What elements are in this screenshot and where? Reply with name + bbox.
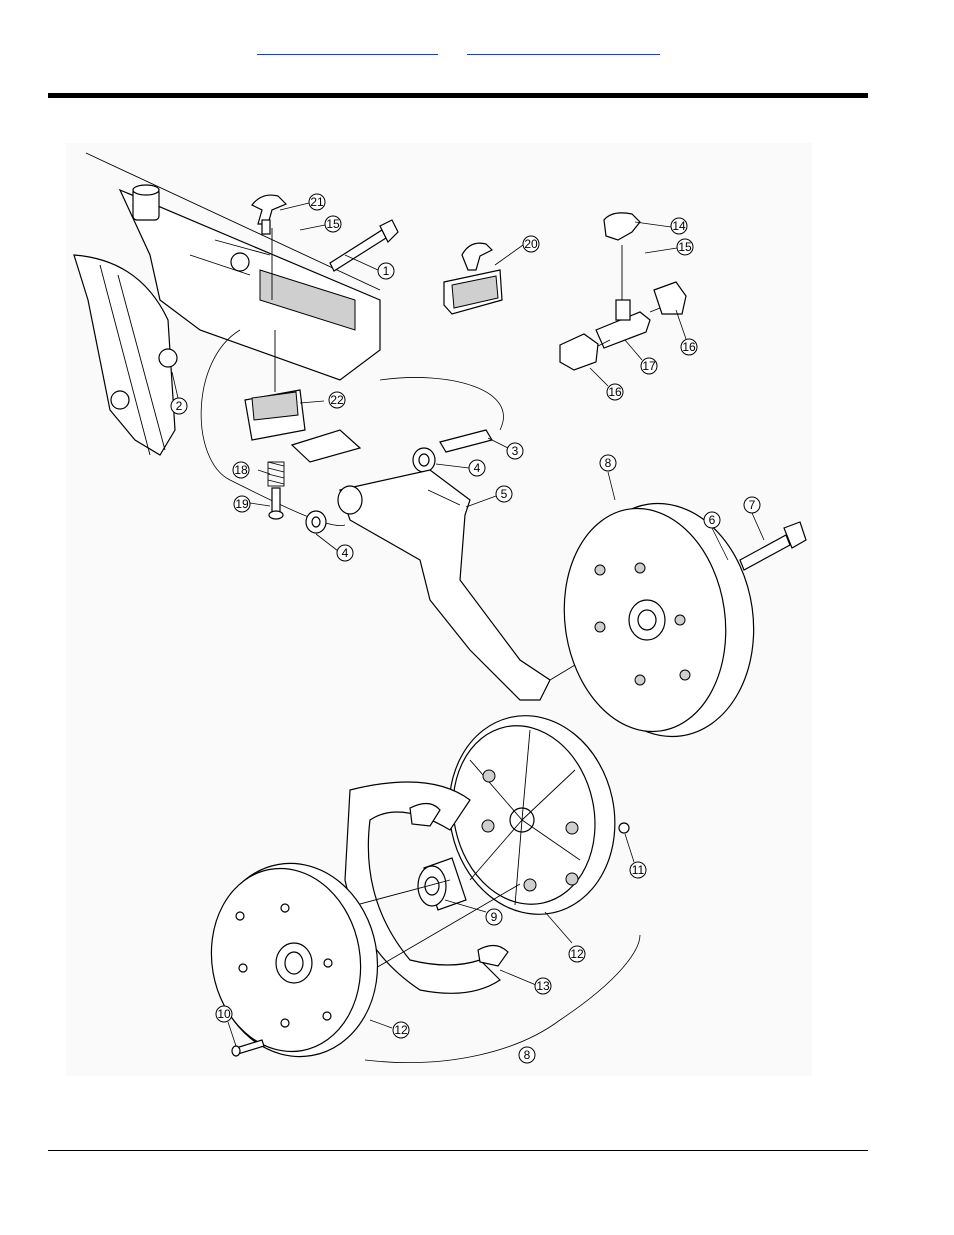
handle-assembly-20 [444,243,502,314]
callout-18: 18 [233,462,249,478]
pin-3 [440,430,492,452]
nut-11 [619,823,629,833]
bracket-22 [245,390,305,440]
callout-6: 6 [704,512,720,528]
callout-9: 9 [486,909,502,925]
callout-13: 13 [535,978,551,994]
callout-5: 5 [496,486,512,502]
bearing-9 [418,858,466,910]
callout-12-left: 12 [393,1022,409,1038]
callout-label: 14 [672,219,686,233]
callout-label: 20 [524,237,538,251]
callout-label: 19 [235,497,249,511]
callout-3: 3 [507,443,523,459]
callout-label: 13 [536,979,550,993]
callout-2: 2 [171,398,187,414]
callout-20: 20 [523,236,539,252]
callout-label: 12 [570,947,584,961]
axle-bolt-7 [740,522,806,570]
callout-4-bottom: 4 [337,545,353,561]
callout-19: 19 [234,496,250,512]
callout-label: 4 [342,546,349,560]
callout-16-left: 16 [607,384,623,400]
callout-8-top: 8 [600,455,616,471]
bushing-4-bottom [306,511,326,533]
footer-rule [48,1150,868,1151]
callout-17: 17 [641,358,657,374]
callout-label: 2 [176,399,183,413]
fitting-assembly [560,213,686,370]
press-pad [292,430,360,462]
callout-label: 8 [605,456,612,470]
gauge-wheel-8 [550,492,768,748]
callout-label: 17 [642,359,656,373]
callout-label: 1 [383,264,390,278]
callout-label: 8 [524,1048,531,1062]
callout-15-top-left: 15 [325,216,341,232]
callout-1: 1 [378,263,394,279]
callout-11: 11 [630,862,646,878]
callout-label: 16 [608,385,622,399]
callout-22: 22 [329,392,345,408]
spring-18 [268,462,284,486]
callout-label: 6 [709,513,716,527]
callout-14: 14 [671,218,687,234]
callout-label: 3 [512,444,519,458]
callout-4-top: 4 [469,460,485,476]
callout-label: 10 [217,1007,231,1021]
callout-15-top-right: 15 [677,239,693,255]
bolt-10 [232,1040,264,1056]
callout-10: 10 [216,1006,232,1022]
callout-label: 7 [749,498,756,512]
callout-label: 15 [326,217,340,231]
callout-7: 7 [744,497,760,513]
callout-label: 15 [678,240,692,254]
callout-label: 22 [330,393,344,407]
callout-label: 4 [474,461,481,475]
callout-label: 11 [632,863,645,877]
callout-12-right: 12 [569,946,585,962]
callout-label: 21 [310,195,324,209]
callout-label: 12 [394,1023,408,1037]
bushing-4-top [413,448,435,472]
callout-16-right: 16 [681,339,697,355]
callout-8-bottom: 8 [519,1047,535,1063]
gauge-arm-5 [338,470,550,700]
callout-label: 5 [501,487,508,501]
bolt-19 [269,488,283,519]
callout-label: 18 [234,463,248,477]
callout-label: 16 [682,340,696,354]
callout-label: 9 [491,910,498,924]
callout-21: 21 [309,194,325,210]
